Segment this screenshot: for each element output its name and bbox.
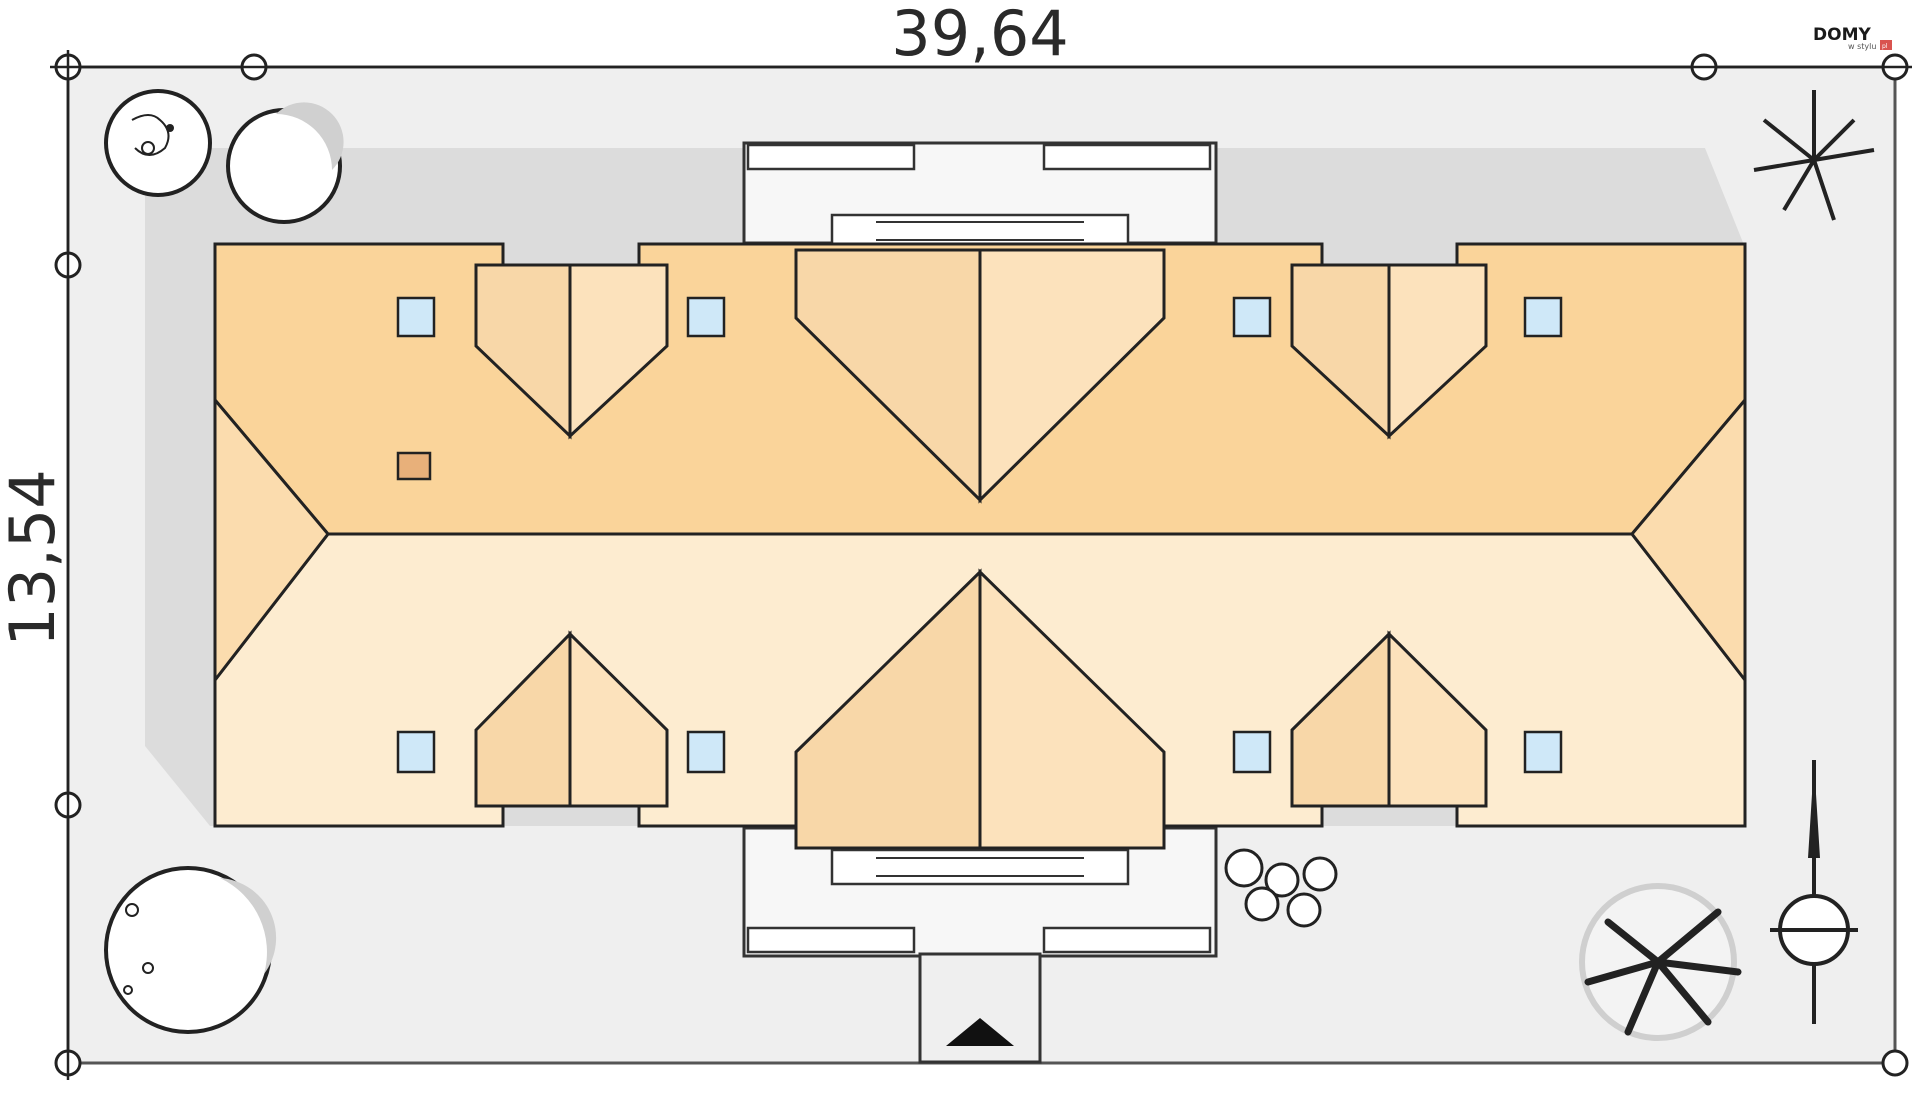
logo: DOMY w stylu pl — [1813, 25, 1892, 51]
gable-center-north — [794, 248, 1166, 504]
logo-main-text: DOMY — [1813, 25, 1871, 45]
logo-badge — [1880, 40, 1892, 50]
gable-east-south — [1290, 630, 1488, 808]
gable-center-south — [794, 568, 1166, 850]
skylight — [396, 730, 436, 774]
deciduous-tree-icon — [104, 89, 212, 197]
skylight — [1232, 296, 1272, 338]
skylight — [1232, 730, 1272, 774]
width-dimension-label: 39,64 — [891, 0, 1069, 70]
shrub-icon — [1224, 848, 1338, 928]
roof-hip-west — [213, 395, 330, 685]
gable-west-south — [474, 630, 669, 808]
skylight — [686, 730, 726, 774]
north-arrow-icon — [1770, 760, 1858, 1024]
depth-dimension-label: 13,54 — [0, 469, 69, 647]
roof-hip-east — [1630, 395, 1747, 685]
skylight — [396, 296, 436, 338]
chimney — [396, 451, 432, 481]
terrace-back — [742, 141, 1218, 249]
entrance-triangle-icon — [946, 1018, 1014, 1046]
dimension-lines — [50, 50, 1912, 1080]
skylight — [1523, 296, 1563, 338]
skylight — [1523, 730, 1563, 774]
bare-tree-icon — [1579, 883, 1742, 1041]
palm-plant-icon — [1753, 90, 1875, 221]
skylight — [686, 296, 726, 338]
gable-east-north — [1290, 263, 1488, 440]
driveway — [918, 952, 1042, 1064]
logo-sub-text: w stylu — [1848, 42, 1876, 51]
gable-west-north — [474, 263, 669, 440]
conifer-tree-icon — [226, 102, 344, 224]
deciduous-tree-icon — [104, 866, 277, 1034]
logo-badge-text: pl — [1882, 43, 1888, 50]
